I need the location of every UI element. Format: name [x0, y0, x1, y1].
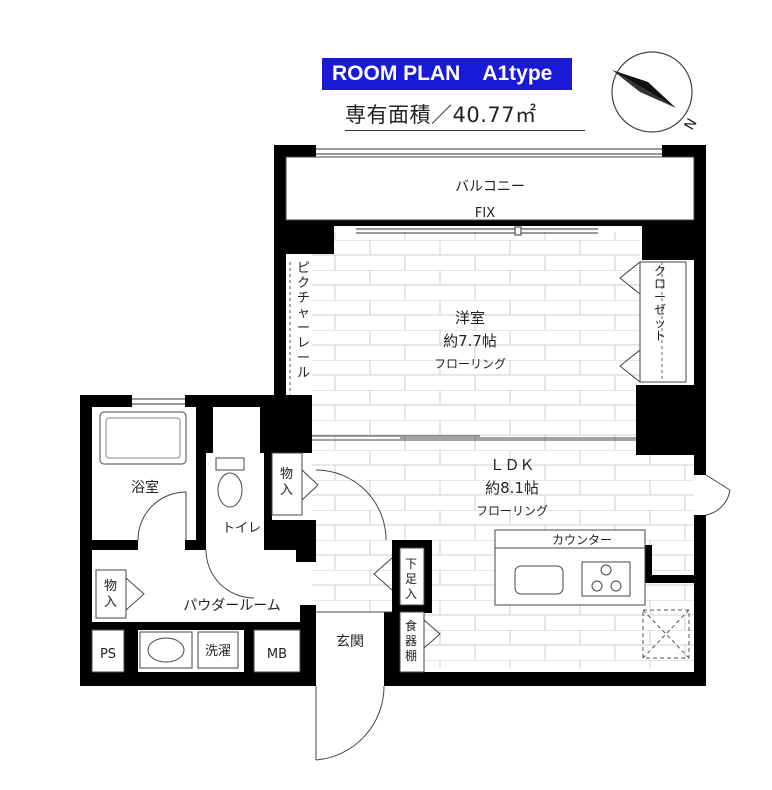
toilet-label: トイレ — [222, 521, 261, 536]
ps-label: PS — [100, 647, 116, 662]
counter-label: カウンター — [552, 533, 612, 547]
mb-space — [253, 629, 301, 673]
entrance-label: 玄関 — [336, 633, 364, 650]
washer-space — [197, 631, 239, 669]
plan-title: ROOM PLAN — [332, 62, 461, 85]
sliding-partition — [312, 435, 636, 441]
ldk-door-icon — [315, 469, 387, 541]
toilet-door-icon — [205, 549, 255, 599]
outer-walls — [80, 145, 706, 686]
plan-title-badge: ROOM PLAN A1type — [322, 58, 572, 90]
washer-label: 洗濯 — [205, 644, 231, 659]
western-room-name: 洋室 — [455, 309, 485, 327]
bathroom-label: 浴室 — [131, 479, 159, 496]
western-room-floor-type: フローリング — [434, 357, 506, 371]
ps-space — [91, 629, 125, 673]
cupboard-label: 食器棚 — [405, 618, 417, 663]
powder-room-label: パウダールーム — [183, 598, 281, 614]
north-arrow-icon: N — [611, 51, 701, 133]
sink-icon — [514, 565, 564, 595]
floor-area: 専有面積／40.77㎡ — [345, 100, 585, 131]
cupboard — [399, 611, 425, 673]
refrigerator-space — [642, 609, 690, 659]
plan-type: A1type — [482, 62, 553, 85]
storage-2 — [95, 569, 127, 619]
shoe-cabinet — [399, 547, 425, 606]
bathroom-door-icon — [137, 491, 187, 541]
ldk-name: ＬＤＫ — [489, 456, 534, 474]
ldk-floor-type: フローリング — [476, 504, 548, 518]
stove-icon — [581, 561, 631, 597]
western-room-floor — [312, 232, 640, 444]
picture-rail-label: ピクチャーレール — [297, 261, 310, 381]
ldk-size: 約8.1帖 — [485, 479, 539, 497]
entrance-door-icon — [315, 672, 385, 761]
balcony-door-icon — [694, 474, 731, 516]
storage-1-label: 物入 — [280, 467, 293, 498]
balcony-label: バルコニー — [455, 179, 525, 195]
closet-label: クローゼット — [654, 264, 666, 343]
mb-label: MB — [267, 647, 287, 662]
fix-window-label: FIX — [475, 206, 495, 221]
kitchen-counter — [494, 529, 646, 606]
balcony — [285, 156, 695, 221]
toilet-icon — [215, 457, 245, 508]
storage-1 — [271, 452, 303, 516]
north-label: N — [682, 116, 701, 133]
bathtub-icon — [99, 411, 187, 465]
closet — [639, 261, 687, 383]
storage-2-label: 物入 — [104, 579, 117, 610]
entrance — [316, 612, 384, 672]
western-room-size: 約7.7帖 — [443, 332, 497, 350]
shoe-cabinet-label: 下足入 — [405, 557, 417, 601]
